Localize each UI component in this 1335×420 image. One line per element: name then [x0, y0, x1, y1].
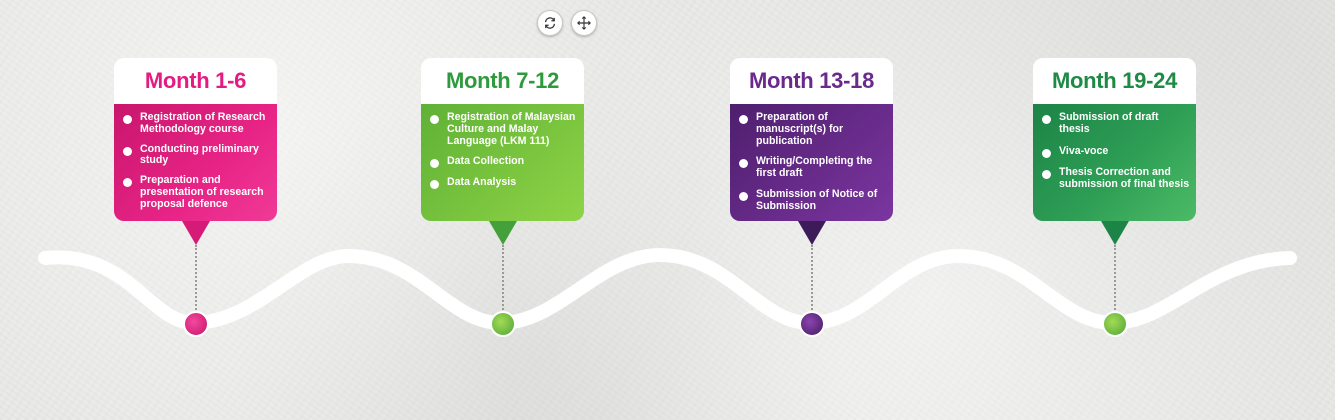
task-item: Viva-voce: [1040, 144, 1190, 158]
card-title: Month 1-6: [114, 58, 277, 104]
timeline-node-3: [799, 311, 825, 337]
bullet-icon: [739, 191, 748, 201]
task-item: Conducting preliminary study: [121, 142, 271, 168]
rotate-icon: [544, 17, 556, 29]
card-title: Month 13-18: [730, 58, 893, 104]
bullet-icon: [1042, 115, 1051, 124]
task-item: Writing/Completing the first draft: [737, 156, 887, 180]
card-body: Registration of Research Methodology cou…: [114, 104, 277, 245]
task-list: Registration of Research Methodology cou…: [121, 111, 271, 211]
task-text: Viva-voce: [1059, 144, 1109, 157]
task-text: Preparation and presentation of research…: [140, 174, 264, 210]
task-item: Preparation of manuscript(s) for publica…: [737, 111, 887, 147]
task-text: Data Analysis: [447, 176, 517, 189]
card-body: Preparation of manuscript(s) for publica…: [730, 104, 893, 245]
task-item: Preparation and presentation of research…: [121, 174, 271, 210]
bullet-icon: [430, 180, 439, 190]
move-icon: [577, 16, 591, 30]
task-item: Registration of Research Methodology cou…: [121, 111, 271, 136]
bullet-icon: [123, 178, 132, 188]
move-button[interactable]: [571, 10, 597, 36]
card-body: Submission of draft thesis Viva-voce The…: [1033, 104, 1196, 245]
bullet-icon: [739, 115, 748, 124]
timeline-card-month-19-24: Month 19-24 Submission of draft thesis V…: [1033, 58, 1196, 245]
task-item: Data Collection: [428, 155, 578, 169]
task-item: Submission of draft thesis: [1040, 111, 1190, 136]
timeline-connector-3: [811, 245, 813, 313]
task-item: Registration of Malaysian Culture and Ma…: [428, 111, 578, 147]
timeline-card-month-13-18: Month 13-18 Preparation of manuscript(s)…: [730, 58, 893, 245]
timeline-connector-4: [1114, 245, 1116, 313]
task-text: Submission of draft thesis: [1059, 111, 1159, 135]
bullet-icon: [430, 159, 439, 169]
card-pointer: [1100, 221, 1129, 245]
task-text: Writing/Completing the first draft: [756, 155, 873, 180]
bullet-icon: [1042, 148, 1051, 158]
bullet-icon: [430, 115, 439, 124]
bullet-icon: [739, 159, 748, 169]
timeline-connector-1: [195, 245, 197, 313]
task-text: Preparation of manuscript(s) for publica…: [756, 111, 844, 147]
timeline-node-1: [183, 311, 209, 337]
task-text: Conducting preliminary study: [140, 142, 259, 167]
card-pointer: [488, 221, 517, 245]
task-list: Preparation of manuscript(s) for publica…: [737, 111, 887, 213]
card-pointer: [181, 221, 210, 245]
task-text: Data Collection: [447, 155, 525, 168]
timeline-node-4: [1102, 311, 1128, 337]
task-text: Registration of Malaysian Culture and Ma…: [447, 111, 576, 147]
card-title: Month 19-24: [1033, 58, 1196, 104]
task-text: Registration of Research Methodology cou…: [140, 111, 266, 135]
timeline-node-2: [490, 311, 516, 337]
timeline-card-month-1-6: Month 1-6 Registration of Research Metho…: [114, 58, 277, 245]
rotate-button[interactable]: [537, 10, 563, 36]
timeline-connector-2: [502, 245, 504, 313]
bullet-icon: [1042, 170, 1051, 180]
bullet-icon: [123, 146, 132, 156]
card-pointer: [797, 221, 826, 245]
task-item: Thesis Correction and submission of fina…: [1040, 167, 1190, 191]
card-title: Month 7-12: [421, 58, 584, 104]
bullet-icon: [123, 115, 132, 124]
timeline-card-month-7-12: Month 7-12 Registration of Malaysian Cul…: [421, 58, 584, 245]
task-item: Submission of Notice of Submission: [737, 187, 887, 213]
task-item: Data Analysis: [428, 176, 578, 190]
task-text: Thesis Correction and submission of fina…: [1059, 166, 1190, 191]
task-list: Submission of draft thesis Viva-voce The…: [1040, 111, 1190, 191]
task-list: Registration of Malaysian Culture and Ma…: [428, 111, 578, 190]
task-text: Submission of Notice of Submission: [756, 187, 878, 212]
card-body: Registration of Malaysian Culture and Ma…: [421, 104, 584, 245]
